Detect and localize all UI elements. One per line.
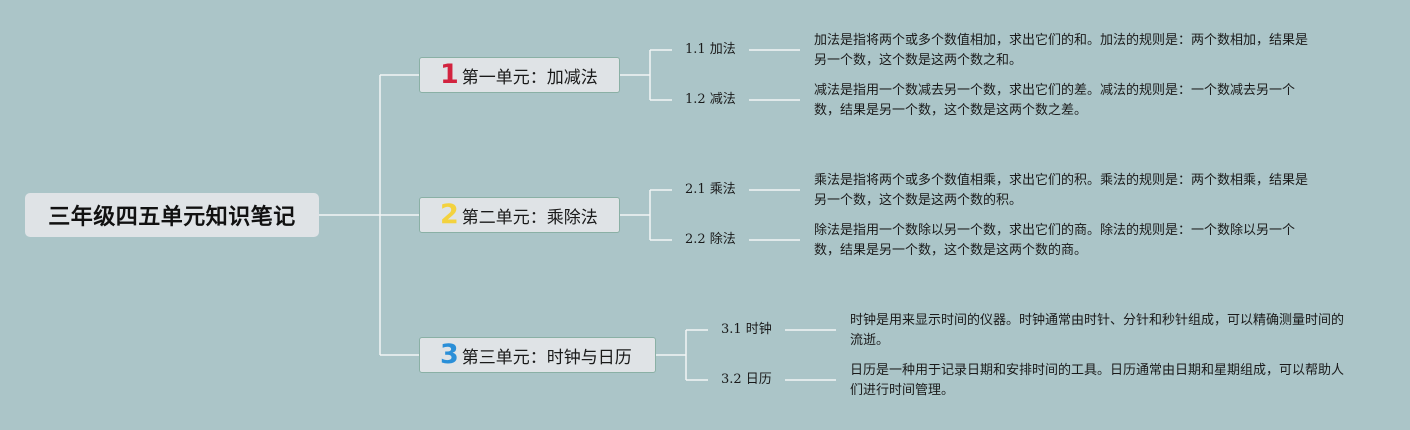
- subtopic-3-1-description: 时钟是用来显示时间的仪器。时钟通常由时针、分针和秒针组成，可以精确测量时间的流逝…: [850, 313, 1345, 348]
- subtopic-3-2[interactable]: 3.2 日历: [721, 372, 772, 387]
- unit-title-1: 第一单元：加减法: [461, 67, 598, 88]
- subtopic-2-2[interactable]: 2.2 除法: [685, 232, 736, 247]
- unit1-branch: [620, 49, 672, 101]
- subtopic-2-2-description: 除法是指用一个数除以另一个数，求出它们的商。除法的规则是：一个数除以另一个数，结…: [814, 223, 1296, 258]
- subtopic-3-1[interactable]: 3.1 时钟: [721, 322, 772, 337]
- unit-title-3: 第三单元：时钟与日历: [461, 347, 632, 368]
- subtopic-2-1[interactable]: 2.1 乘法: [685, 182, 736, 197]
- root-title: 三年级四五单元知识笔记: [48, 205, 296, 230]
- unit-topic-1[interactable]: 1 第一单元：加减法: [419, 57, 620, 93]
- subtopic-3-2-description: 日历是一种用于记录日期和安排时间的工具。日历通常由日期和星期组成，可以帮助人们进…: [850, 363, 1345, 398]
- subtopic-1-1-description: 加法是指将两个或多个数值相加，求出它们的和。加法的规则是：两个数相加，结果是另一…: [814, 33, 1309, 68]
- subtopic-1-1[interactable]: 1.1 加法: [685, 42, 736, 57]
- root-topic[interactable]: 三年级四五单元知识笔记: [25, 193, 319, 237]
- subtopic-1-2-description: 减法是指用一个数减去另一个数，求出它们的差。减法的规则是：一个数减去另一个数，结…: [814, 83, 1296, 118]
- unit3-branch: [656, 329, 708, 381]
- root-connector: [319, 75, 381, 355]
- unit-number-2: 2: [440, 198, 459, 230]
- unit-topic-2[interactable]: 2 第二单元：乘除法: [419, 197, 620, 233]
- unit-topic-3[interactable]: 3 第三单元：时钟与日历: [419, 337, 656, 373]
- unit-title-2: 第二单元：乘除法: [461, 207, 598, 228]
- subtopic-1-2[interactable]: 1.2 减法: [685, 92, 736, 107]
- unit-number-1: 1: [440, 58, 459, 90]
- unit-number-3: 3: [440, 338, 459, 370]
- subtopic-2-1-description: 乘法是指将两个或多个数值相乘，求出它们的积。乘法的规则是：两个数相乘，结果是另一…: [814, 173, 1309, 208]
- unit2-branch: [620, 189, 672, 241]
